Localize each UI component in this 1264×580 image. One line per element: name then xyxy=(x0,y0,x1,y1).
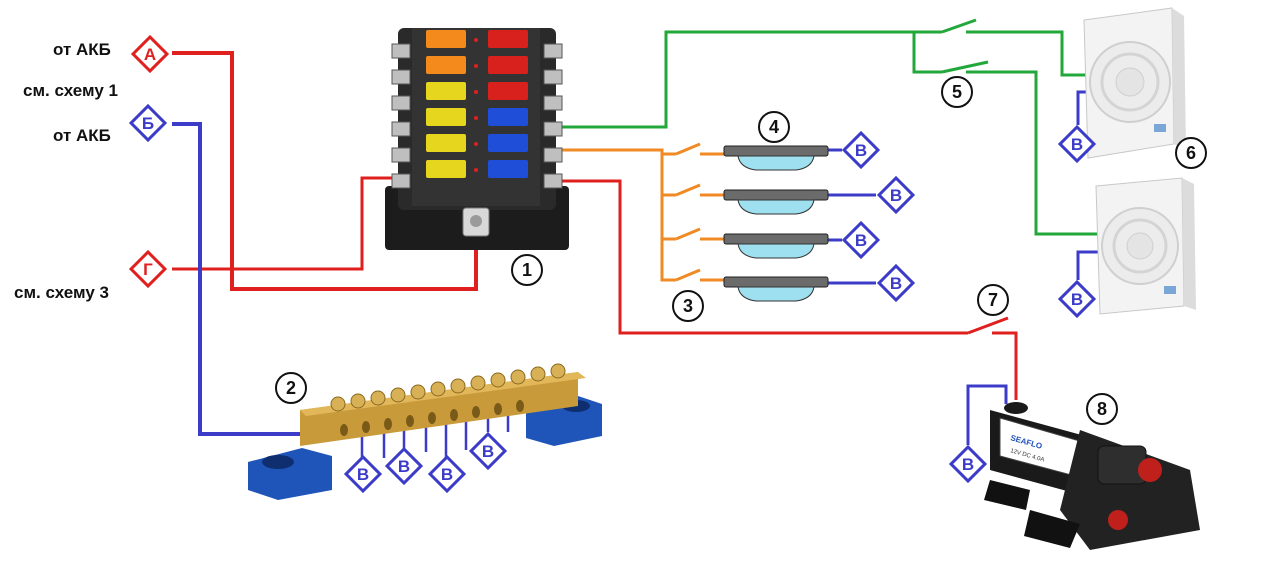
label-from-battery-b: от АКБ xyxy=(53,126,111,145)
lamp-3 xyxy=(723,233,829,259)
svg-text:В: В xyxy=(855,231,867,250)
wire-orange-lights xyxy=(560,148,676,282)
switch-5-blade-bottom xyxy=(941,60,989,74)
number-7-circle: 7 xyxy=(977,284,1009,316)
wire-green-fan-top xyxy=(966,30,1090,77)
svg-text:7: 7 xyxy=(988,290,998,310)
lamps xyxy=(723,145,829,302)
svg-text:В: В xyxy=(482,442,494,461)
tag-a-diamond: А xyxy=(130,34,170,74)
svg-text:В: В xyxy=(855,141,867,160)
label-from-battery-a: от АКБ xyxy=(53,40,111,59)
switch-5-blade-top xyxy=(941,18,977,34)
number-4-circle: 4 xyxy=(758,111,790,143)
tag-v-bus-1: В xyxy=(343,454,383,494)
svg-text:В: В xyxy=(1071,290,1083,309)
tag-v-fan-top: В xyxy=(1057,124,1097,164)
fan-top xyxy=(1083,7,1186,159)
svg-text:3: 3 xyxy=(683,296,693,316)
svg-text:В: В xyxy=(357,465,369,484)
lamp-4 xyxy=(723,276,829,302)
switch-7-blade xyxy=(967,316,1009,335)
svg-text:В: В xyxy=(1071,135,1083,154)
light-switches xyxy=(662,142,724,282)
wire-green-branch xyxy=(912,32,942,74)
tag-v-lamp-1: В xyxy=(841,130,881,170)
svg-text:В: В xyxy=(962,455,974,474)
number-8-circle: 8 xyxy=(1086,393,1118,425)
fuse-box xyxy=(385,28,569,250)
wire-red-pump-feed xyxy=(560,179,968,335)
svg-text:8: 8 xyxy=(1097,399,1107,419)
tag-v-lamp-3: В xyxy=(841,220,881,260)
tag-v-bus-2: В xyxy=(384,446,424,486)
svg-text:4: 4 xyxy=(769,117,779,137)
svg-text:6: 6 xyxy=(1186,143,1196,163)
svg-text:5: 5 xyxy=(952,82,962,102)
lamp-1 xyxy=(723,145,829,171)
svg-text:А: А xyxy=(144,45,156,64)
tag-v-fan-bottom: В xyxy=(1057,279,1097,319)
fan-bottom xyxy=(1095,177,1196,315)
tag-v-bus-4: В xyxy=(468,431,508,471)
tag-v-lamp-2: В xyxy=(876,175,916,215)
number-2-circle: 2 xyxy=(275,372,307,404)
water-pump: SEAFLO 12V DC 4.0A xyxy=(984,402,1200,550)
svg-text:1: 1 xyxy=(522,260,532,280)
tag-g-diamond: Г xyxy=(128,249,168,289)
svg-text:В: В xyxy=(441,465,453,484)
tag-v-bus-3: В xyxy=(427,454,467,494)
number-1-circle: 1 xyxy=(511,254,543,286)
label-see-scheme-3: см. схему 3 xyxy=(14,283,109,302)
number-5-circle: 5 xyxy=(941,76,973,108)
svg-text:Г: Г xyxy=(143,260,153,279)
wire-red-scheme-3 xyxy=(172,176,392,271)
wire-green-fan-bottom xyxy=(966,70,1098,236)
fan-bottom-return-wire xyxy=(1076,250,1100,280)
number-6-circle: 6 xyxy=(1175,137,1207,169)
lamp-return-wires xyxy=(828,148,876,285)
bus-bar xyxy=(248,363,602,500)
wire-red-pump xyxy=(992,331,1018,400)
svg-text:В: В xyxy=(890,274,902,293)
wire-red-battery-positive xyxy=(172,51,478,291)
svg-text:2: 2 xyxy=(286,378,296,398)
wire-blue-battery-negative xyxy=(172,122,340,436)
svg-text:Б: Б xyxy=(142,114,154,133)
svg-text:В: В xyxy=(398,457,410,476)
wire-green-fans xyxy=(560,30,942,129)
label-see-scheme-1: см. схему 1 xyxy=(23,81,118,100)
tag-v-pump: В xyxy=(948,444,988,484)
svg-text:В: В xyxy=(890,186,902,205)
lamp-2 xyxy=(723,189,829,215)
number-3-circle: 3 xyxy=(672,290,704,322)
pump-return-wire xyxy=(966,384,1008,445)
tag-v-lamp-4: В xyxy=(876,263,916,303)
tag-b-diamond: Б xyxy=(128,103,168,143)
